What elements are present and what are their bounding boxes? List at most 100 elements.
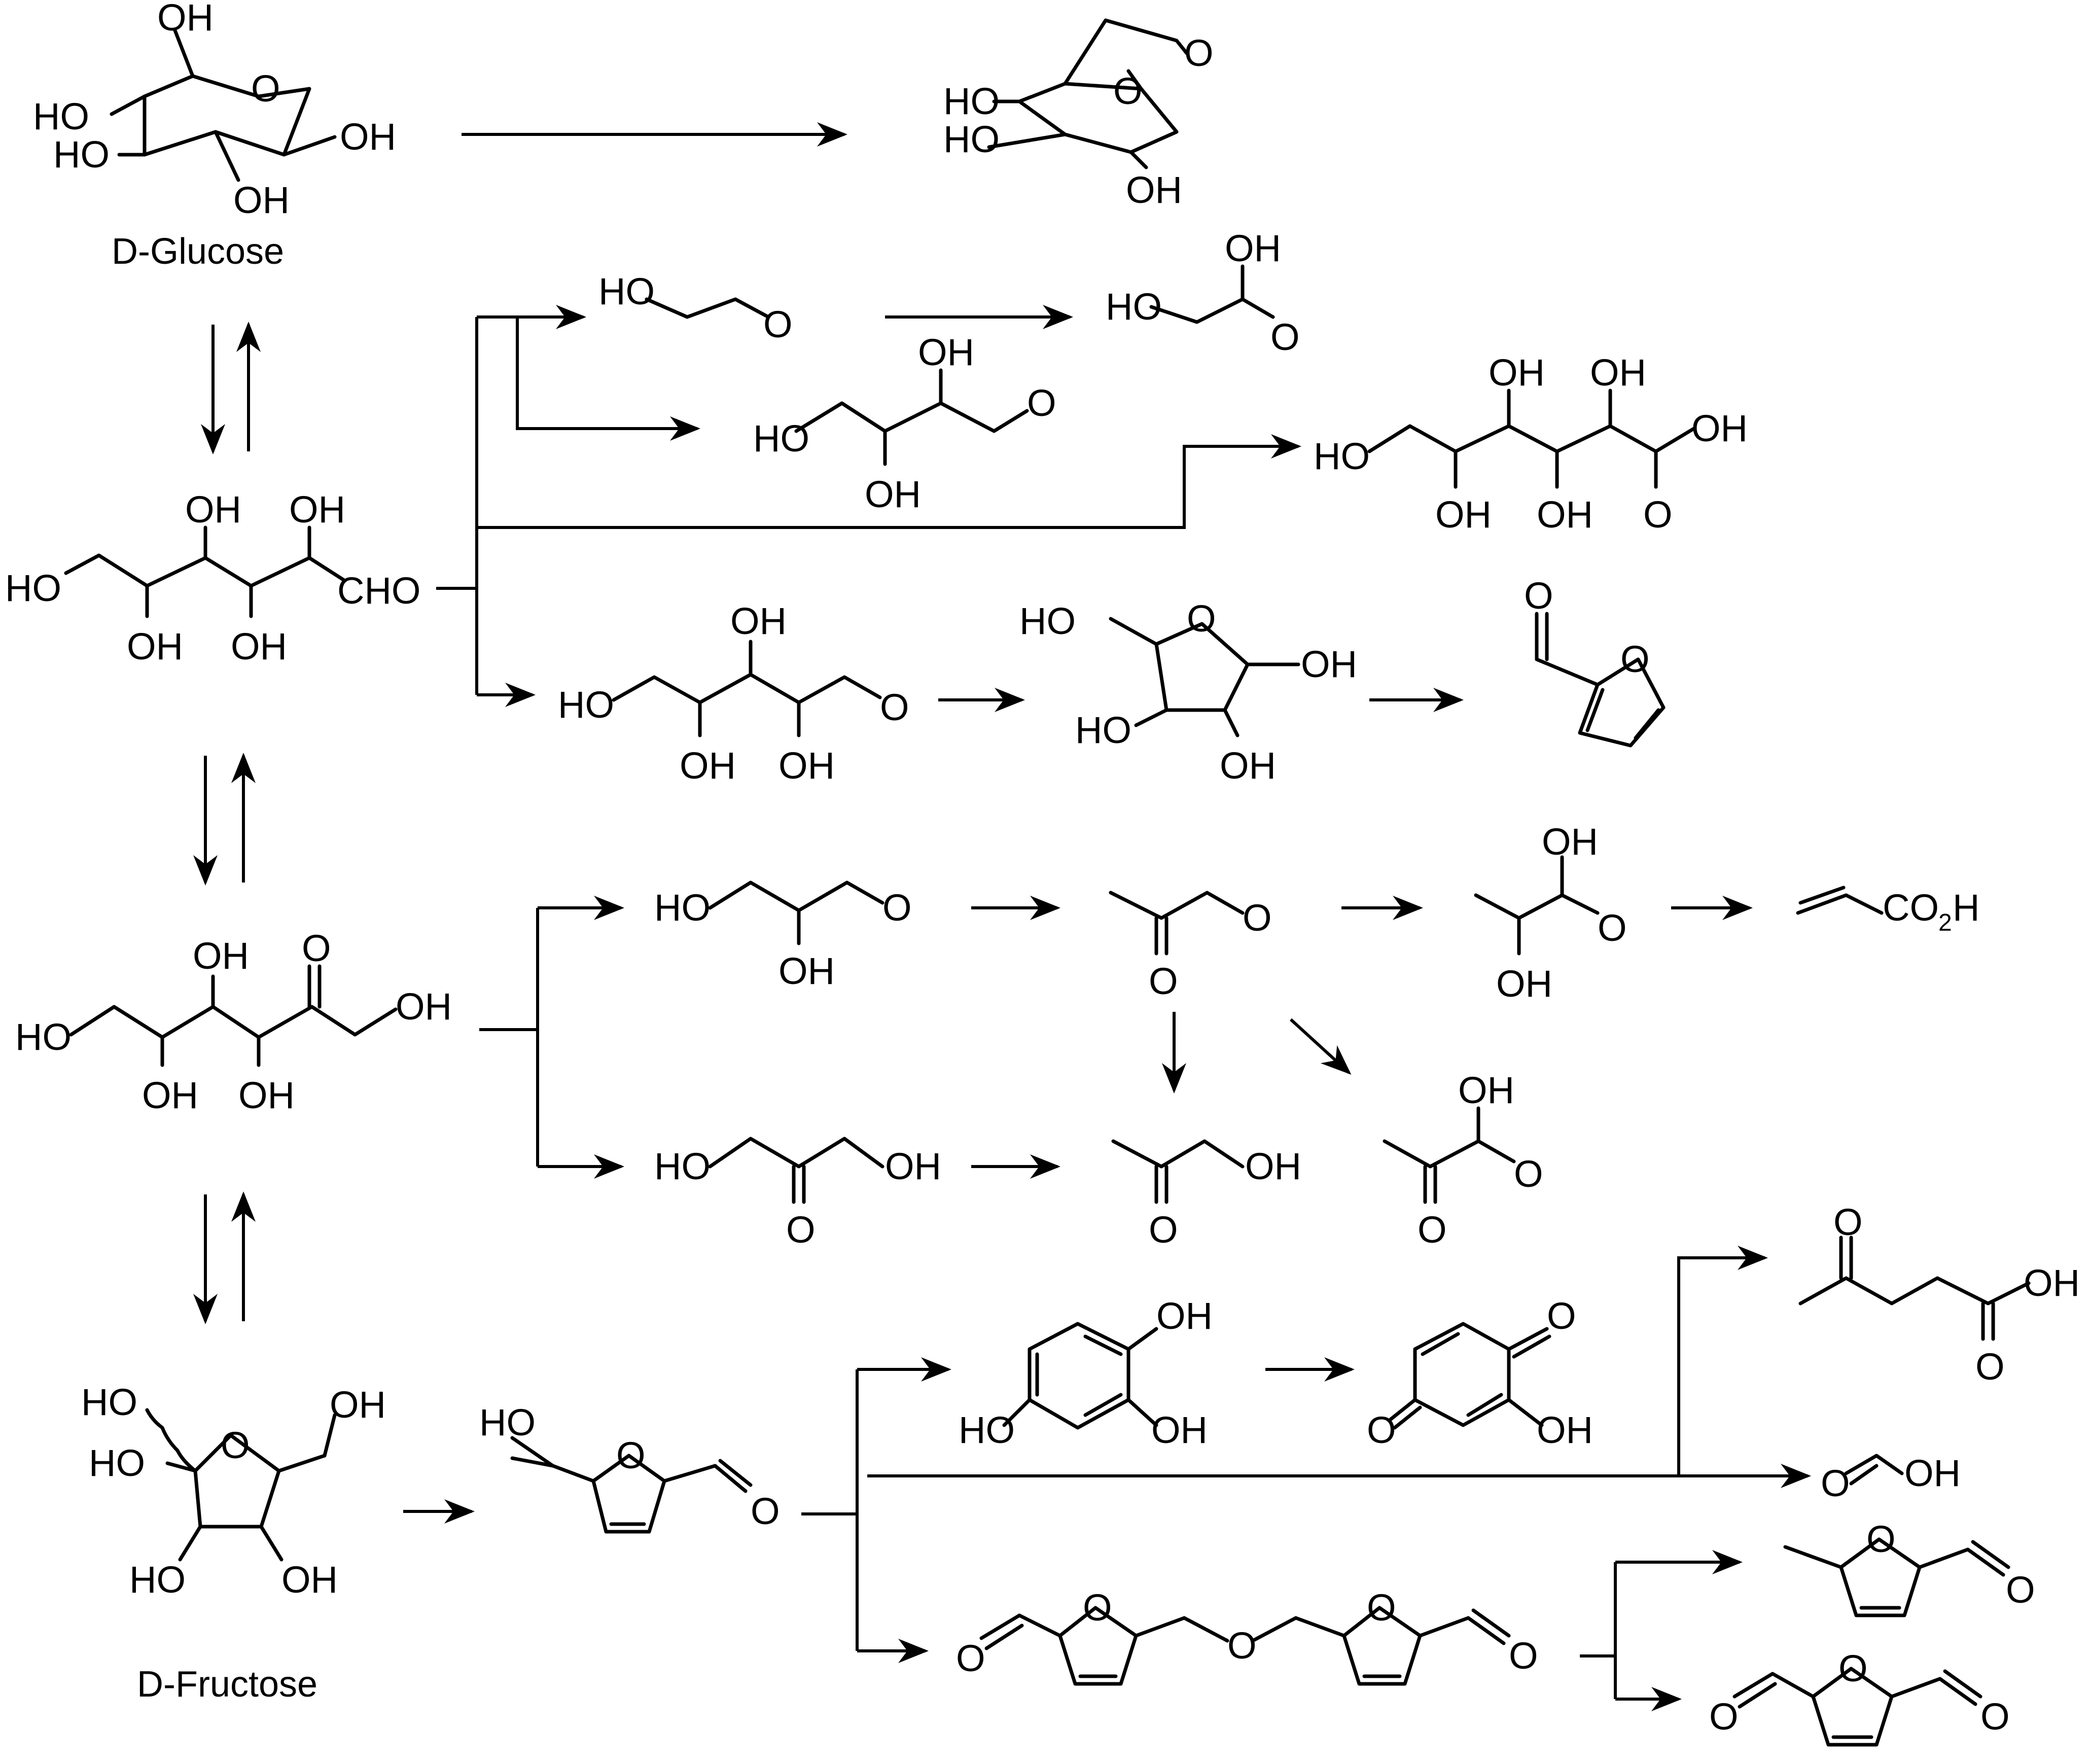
bond <box>277 1454 327 1473</box>
double-bond <box>1849 1464 1879 1486</box>
double-bond <box>1798 886 1846 905</box>
carbon-chain <box>645 297 770 319</box>
bond <box>1182 1616 1229 1643</box>
atom-label: OH <box>1435 493 1492 536</box>
bond <box>1017 1613 1062 1638</box>
atom-label: O <box>1083 1586 1112 1629</box>
bond <box>1126 1327 1158 1351</box>
atom-label: OH <box>281 1559 338 1601</box>
carbon-chain <box>64 553 347 588</box>
atom-label: O <box>616 1434 646 1476</box>
atom-label: O <box>1367 1409 1396 1451</box>
arrow-to-levulinic-acid <box>1677 1246 1768 1476</box>
atom-label: OH <box>1126 169 1182 211</box>
atom-label: OH <box>289 488 345 531</box>
pyranose-ring <box>143 74 311 157</box>
double-bond <box>1585 688 1605 732</box>
dihydroxyacetone-structure: HO OH O <box>654 1137 941 1251</box>
bond <box>551 1464 595 1483</box>
double-bond <box>1466 1393 1503 1417</box>
atom-label: O <box>1547 1295 1576 1337</box>
hydroxybenzoquinone-structure: O O OH <box>1367 1295 1593 1451</box>
furanose-ring <box>193 1433 281 1529</box>
furan-ring <box>1058 1606 1138 1686</box>
atom-label: HO <box>654 887 711 929</box>
atom-label: OH <box>340 116 396 158</box>
atom-label: OH <box>680 745 736 787</box>
atom-label: OH <box>1151 1409 1208 1451</box>
atom-label: CO <box>1883 887 1939 929</box>
atom-label: HO <box>81 1381 137 1423</box>
glyceraldehyde-structure: HO OH O <box>654 880 912 992</box>
carbon-chain <box>708 1137 884 1169</box>
atom-label: O <box>1838 1647 1868 1689</box>
double-bond <box>1471 1608 1511 1638</box>
pyruvic-acid-structure: OH O O <box>1383 1069 1543 1251</box>
carbon-chain <box>708 880 884 912</box>
atom-label: O <box>1833 1201 1863 1243</box>
arabinose-structure: HO OH OH OH O <box>558 600 909 787</box>
atom-label: HO <box>5 567 61 609</box>
compound-name: D-Fructose <box>137 1664 317 1705</box>
bond <box>282 135 337 157</box>
bond <box>713 1464 748 1493</box>
levoglucosan-structure: O O HO HO OH <box>943 18 1214 211</box>
atom-label: O <box>1980 1696 2010 1738</box>
compound-name: D-Glucose <box>112 231 284 272</box>
atom-label: O <box>1149 1209 1178 1251</box>
atom-label: OH <box>1496 963 1552 1005</box>
bond <box>1507 1398 1544 1427</box>
atom-label: OH <box>1220 745 1276 787</box>
atom-label: OH <box>865 473 921 515</box>
arrow-to-pyruvic-acid <box>1289 1018 1352 1075</box>
bond <box>1732 1672 1775 1699</box>
atom-label: O <box>1027 382 1056 424</box>
atom-label: O <box>1821 1462 1850 1504</box>
bond <box>510 1436 555 1468</box>
atom-label: O <box>1514 1153 1543 1195</box>
atom-label: H <box>1953 887 1979 929</box>
atom-label: OH <box>193 935 249 977</box>
atom-label: OH <box>918 331 974 373</box>
atom-label: OH <box>1245 1145 1301 1187</box>
formic-acid-structure: O OH <box>1821 1452 1961 1504</box>
atom-label: OH <box>1225 227 1281 269</box>
furanose-ring <box>1154 622 1250 712</box>
bond <box>1251 1616 1298 1643</box>
double-bond <box>1421 1332 1460 1356</box>
atom-label: O <box>1270 316 1300 358</box>
furan-ring <box>591 1454 666 1534</box>
atom-label: O <box>880 686 909 728</box>
atom-label: HO <box>1314 435 1370 477</box>
carbon-chain <box>1149 297 1275 324</box>
atom-label: HO <box>959 1409 1015 1451</box>
gluconic-acid-structure: HO OH OH OH OH OH O <box>1314 351 1748 536</box>
atom-label: O <box>786 1209 816 1251</box>
double-bond <box>1393 1405 1422 1430</box>
atom-label: HO <box>654 1145 711 1187</box>
bond <box>1294 1616 1346 1638</box>
carbon-chain <box>1474 893 1600 920</box>
atom-label: OH <box>185 488 241 531</box>
atom-subscript: 2 <box>1938 909 1952 936</box>
atom-label: O <box>251 67 280 110</box>
atom-label: OH <box>233 179 290 221</box>
bond <box>1134 1616 1186 1638</box>
atom-label: O <box>1149 960 1178 1002</box>
atom-label: OH <box>1156 1295 1213 1337</box>
quinone-ring <box>1413 1322 1511 1427</box>
methylglyoxal-structure: O O <box>1109 891 1272 1002</box>
atom-label: HO <box>479 1401 536 1443</box>
carbon-chain <box>1383 1139 1516 1169</box>
wavy-bond <box>145 1408 197 1473</box>
atom-label: O <box>1509 1635 1538 1677</box>
bond <box>1890 1677 1942 1699</box>
atom-label: O <box>1243 897 1272 939</box>
atom-label: HO <box>598 270 655 312</box>
double-bond <box>718 1459 753 1487</box>
bond <box>1507 1327 1549 1351</box>
furan-ring <box>1342 1606 1422 1686</box>
bond <box>1134 708 1169 727</box>
atom-label: OH <box>730 600 787 642</box>
atom-label: O <box>221 1424 250 1466</box>
